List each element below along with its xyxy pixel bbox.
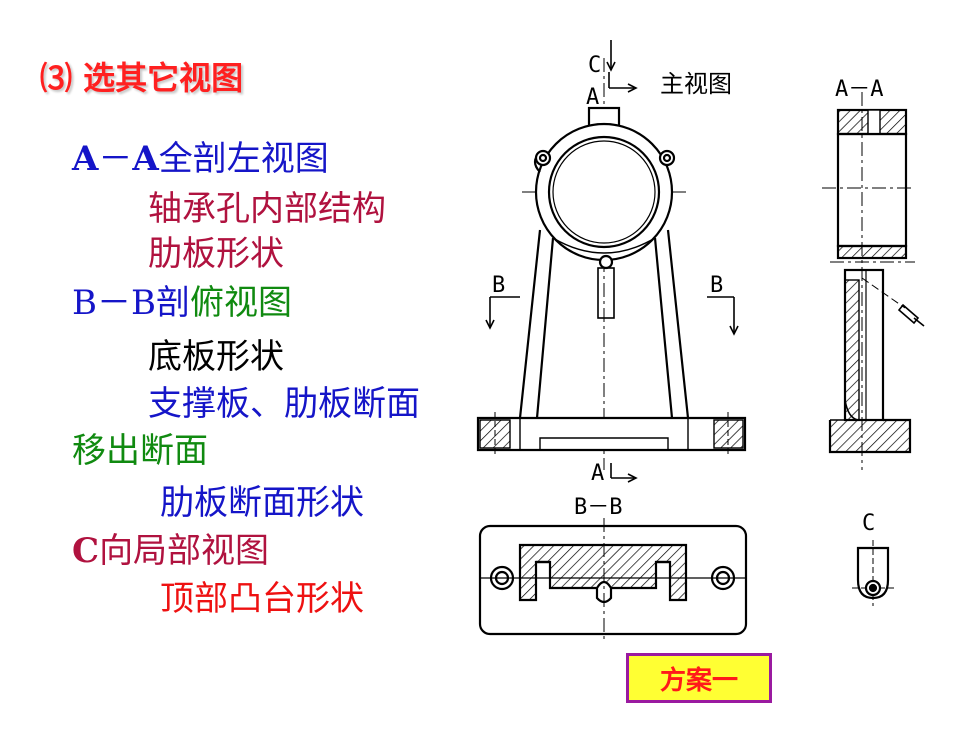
c-view-line: C向局部视图: [72, 534, 269, 568]
aa-section-view: [822, 92, 925, 470]
label-c-view: C: [862, 511, 875, 536]
label-main-view: 主视图: [660, 70, 732, 98]
bb-section-line: B－B剖俯视图: [72, 286, 292, 320]
label-a-top: A: [586, 85, 599, 110]
bb-section-label: 俯视图: [189, 283, 292, 323]
aa-dash: －: [98, 139, 133, 179]
main-view: [476, 40, 747, 483]
label-b-left: B: [492, 273, 505, 298]
slide-title: ⑶ 选其它视图: [40, 59, 244, 97]
aa-section-line: A－A全剖左视图: [72, 142, 329, 176]
c-local-view: [852, 540, 896, 606]
removed-item-rib-section: 肋板断面形状: [160, 483, 364, 523]
aa-item-rib-shape: 肋板形状: [148, 234, 284, 274]
c-view-letter: C: [72, 531, 100, 571]
c-item-top-boss: 顶部凸台形状: [160, 579, 364, 619]
label-aa-view: A－A: [835, 77, 884, 102]
aa-section-label: 全剖左视图: [158, 139, 329, 179]
label-bb-view: B－B: [574, 495, 623, 520]
aa-item-bearing-hole: 轴承孔内部结构: [148, 189, 386, 229]
bb-section-view: [478, 518, 748, 640]
bb-item-base-shape: 底板形状: [148, 337, 284, 377]
bb-section-prefix: B－B剖: [72, 283, 190, 323]
aa-letter-1: A: [72, 139, 99, 179]
bb-item-support-section: 支撑板、肋板断面: [148, 384, 420, 424]
label-c-arrow: C: [588, 53, 601, 78]
removed-section-label: 移出断面: [72, 431, 208, 471]
scheme-one-button[interactable]: 方案一: [626, 653, 772, 703]
label-b-right: B: [710, 273, 723, 298]
label-a-bottom: A: [591, 461, 604, 486]
aa-letter-2: A: [132, 139, 159, 179]
c-view-label: 向局部视图: [99, 531, 270, 571]
